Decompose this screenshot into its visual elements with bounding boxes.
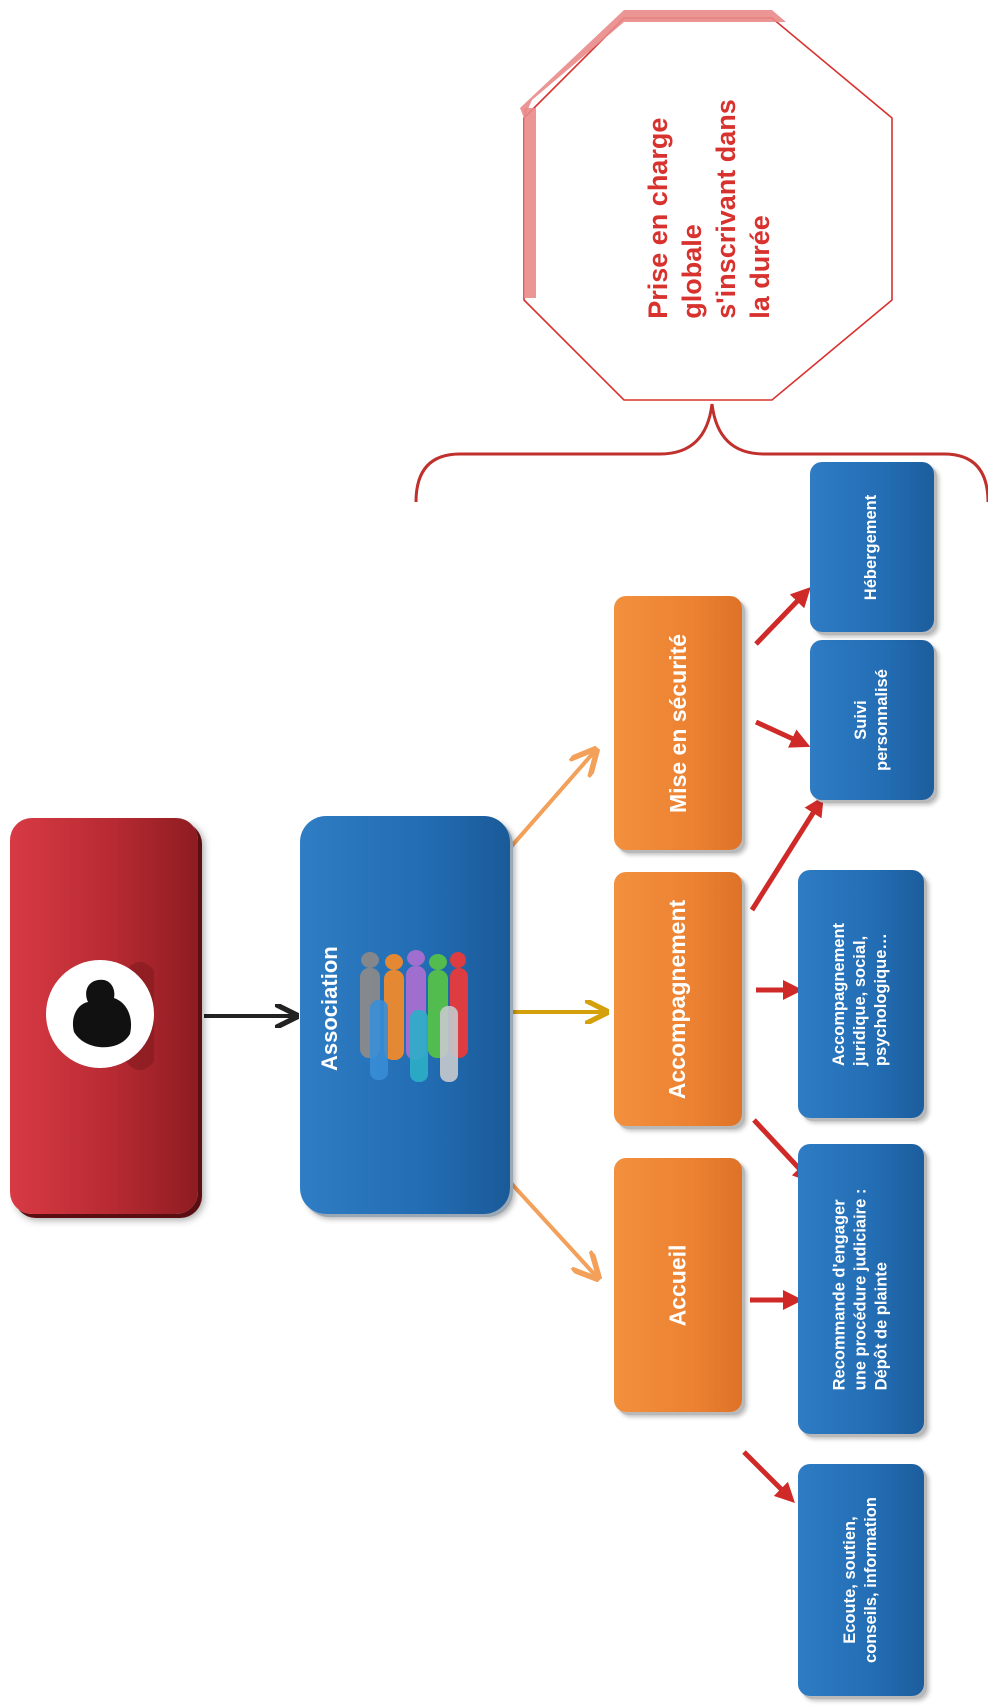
- stage-securite-label: Mise en sécurité: [664, 633, 691, 813]
- stage-securite: Mise en sécurité: [614, 596, 742, 850]
- arrow-association-to-accueil: [508, 1180, 596, 1276]
- arrow-accueil-to-ecoute: [742, 1450, 795, 1503]
- association-label: Association: [317, 946, 342, 1071]
- people-group-icon: [360, 950, 468, 1082]
- person-silhouette-icon: [46, 960, 154, 1070]
- association-box: Association: [300, 816, 510, 1214]
- stage-accompagnement: Accompagnement: [614, 872, 742, 1126]
- outcome-hebergement-label: Hébergement: [862, 494, 881, 600]
- stage-accueil: Accueil: [614, 1158, 742, 1412]
- arrow-securite-to-suivi: [754, 719, 811, 748]
- outcome-ecoute: Ecoute, soutien,conseils, information: [798, 1464, 924, 1696]
- outcome-hebergement: Hébergement: [810, 462, 934, 632]
- arrow-accompagnement-to-suivi: [749, 796, 824, 912]
- outcome-ecoute-label: Ecoute, soutien,conseils, information: [841, 1497, 881, 1663]
- stage-accompagnement-label: Accompagnement: [664, 899, 691, 1099]
- arrow-securite-to-hebergement: [754, 586, 811, 646]
- arrow-association-to-securite: [508, 752, 594, 850]
- grouping-brace: [414, 403, 988, 503]
- victim-box: [10, 818, 198, 1214]
- summary-octagon: [520, 10, 893, 401]
- stage-accueil-label: Accueil: [664, 1244, 691, 1326]
